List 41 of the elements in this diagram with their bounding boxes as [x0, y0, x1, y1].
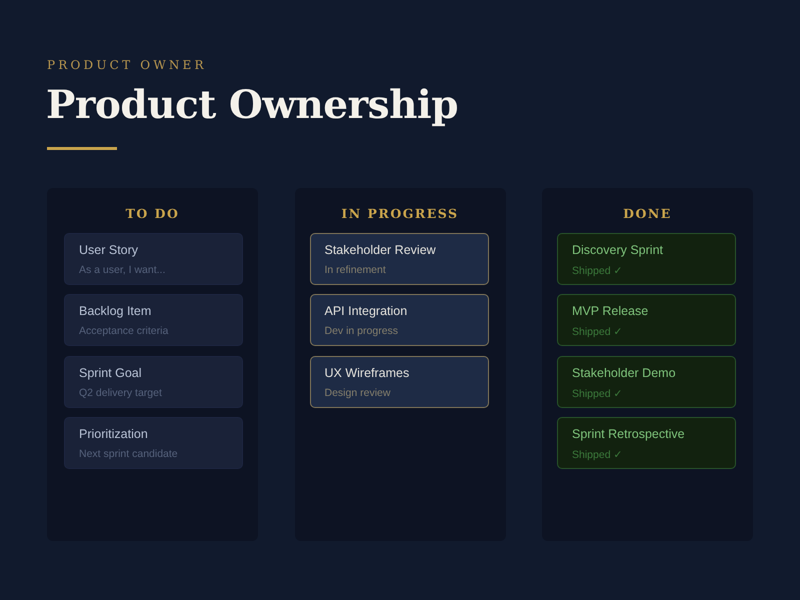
card-title: Discovery Sprint — [572, 243, 663, 257]
kanban-column — [294, 188, 506, 541]
eyebrow-label: PRODUCT OWNER — [47, 58, 207, 72]
card-subtitle: Design review — [324, 386, 390, 399]
card-title: Stakeholder Demo — [572, 366, 676, 380]
page-title: Product Ownership — [46, 82, 458, 128]
card-title: UX Wireframes — [324, 366, 410, 380]
card-subtitle: As a user, I want... — [79, 264, 166, 276]
kanban-column — [47, 188, 258, 541]
card-subtitle: Dev in progress — [324, 325, 398, 338]
card-title: Prioritization — [79, 426, 148, 441]
task-card — [557, 356, 736, 408]
card-title: Sprint Goal — [79, 366, 142, 380]
task-card — [310, 356, 488, 408]
column-heading: IN PROGRESS — [341, 206, 459, 221]
task-card — [557, 233, 736, 285]
card-title: Stakeholder Review — [324, 243, 436, 257]
task-card — [557, 294, 736, 346]
card-title: Backlog Item — [79, 304, 152, 318]
kanban-column — [542, 188, 753, 541]
card-subtitle: Shipped ✓ — [572, 448, 622, 461]
task-card — [64, 356, 243, 408]
card-title: Sprint Retrospective — [572, 426, 685, 441]
column-heading: TO DO — [126, 206, 180, 221]
card-subtitle: Shipped ✓ — [572, 386, 622, 400]
task-card — [64, 294, 243, 346]
task-card — [310, 294, 488, 346]
card-subtitle: Shipped ✓ — [572, 325, 622, 338]
card-title: API Integration — [324, 304, 408, 318]
card-title: MVP Release — [572, 304, 648, 318]
task-card — [64, 233, 243, 285]
card-title: User Story — [79, 243, 138, 257]
card-subtitle: Q2 delivery target — [79, 386, 162, 399]
task-card — [64, 416, 243, 469]
card-subtitle: Acceptance criteria — [79, 325, 168, 338]
card-subtitle: Shipped ✓ — [572, 264, 622, 277]
card-subtitle: In refinement — [324, 264, 386, 276]
column-heading: DONE — [623, 206, 672, 221]
task-card — [310, 233, 488, 285]
task-card — [557, 416, 736, 469]
card-subtitle: Next sprint candidate — [79, 448, 178, 460]
